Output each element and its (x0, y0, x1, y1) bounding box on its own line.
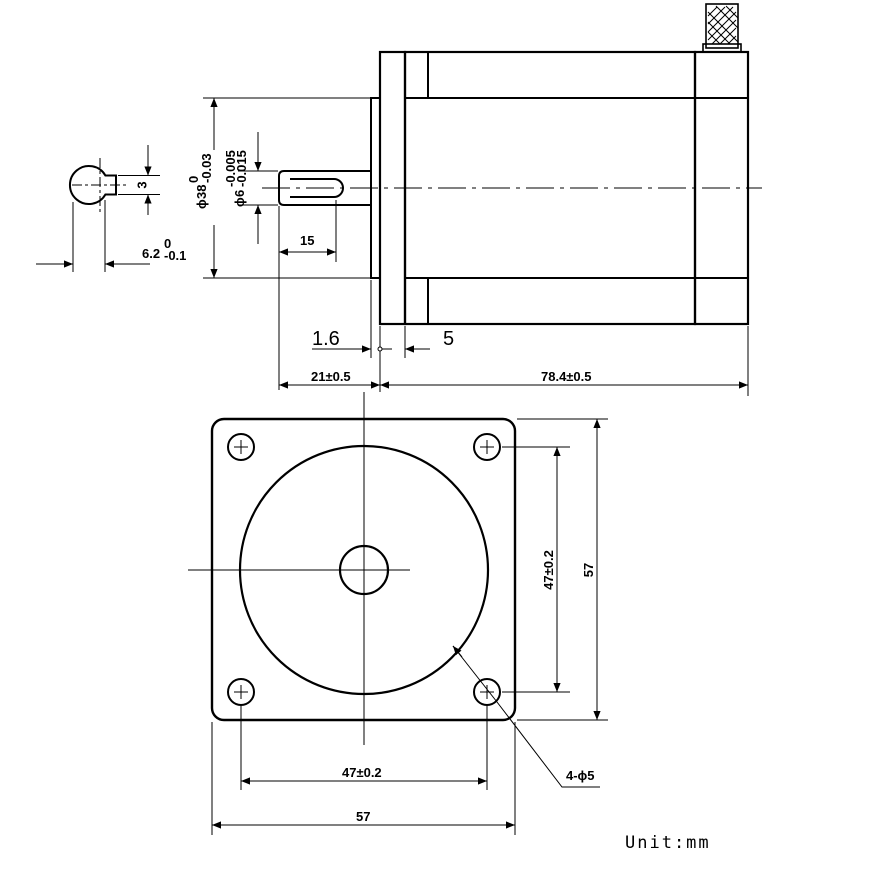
flange-diameter-label: ϕ 38 0 -0.03 (186, 153, 214, 209)
svg-text:6.2: 6.2 (142, 246, 160, 261)
svg-text:6: 6 (232, 190, 247, 197)
svg-text:0: 0 (164, 236, 171, 251)
body-length-label: 78.4±0.5 (541, 369, 592, 384)
cable (702, 3, 742, 53)
mounting-holes (227, 433, 501, 706)
svg-text:0: 0 (186, 176, 201, 183)
shaft-diameter-label: ϕ 6 -0.005 -0.015 (223, 150, 249, 207)
mounting-holes-label: 4-ϕ5 (566, 768, 595, 783)
shaft-length-label: 21±0.5 (311, 369, 351, 384)
svg-text:ϕ: ϕ (232, 197, 247, 207)
front-view (188, 392, 517, 745)
flange-width-label: 57 (356, 809, 370, 824)
side-view (262, 3, 762, 326)
svg-text:38: 38 (194, 185, 209, 199)
svg-text:-0.005: -0.005 (223, 150, 238, 187)
mounting-hole (227, 678, 255, 706)
mounting-hole (473, 433, 501, 461)
svg-text:-0.015: -0.015 (234, 150, 249, 187)
hole-spacing-horizontal-label: 47±0.2 (342, 765, 382, 780)
shaft-section (36, 145, 160, 272)
mounting-hole (227, 433, 255, 461)
flange-height-label: 57 (581, 563, 596, 577)
shaft-flat-length-label: 15 (300, 233, 314, 248)
mounting-hole (473, 678, 501, 706)
hole-spacing-vertical-label: 47±0.2 (541, 550, 556, 590)
pilot-length-label: 1.6 (312, 328, 340, 350)
unit-label: Unit:mm (625, 833, 711, 853)
svg-text:-0.03: -0.03 (199, 153, 214, 183)
front-view-dimensions (211, 418, 608, 835)
flat-depth-label: 3 (134, 181, 149, 188)
flat-width-label: 6.2 0 -0.1 (142, 236, 186, 263)
svg-text:ϕ: ϕ (194, 199, 209, 209)
side-view-dimensions (203, 97, 749, 396)
flange-thickness-label: 5 (443, 328, 454, 350)
svg-text:-0.1: -0.1 (164, 248, 186, 263)
pilot-mark (377, 346, 383, 352)
